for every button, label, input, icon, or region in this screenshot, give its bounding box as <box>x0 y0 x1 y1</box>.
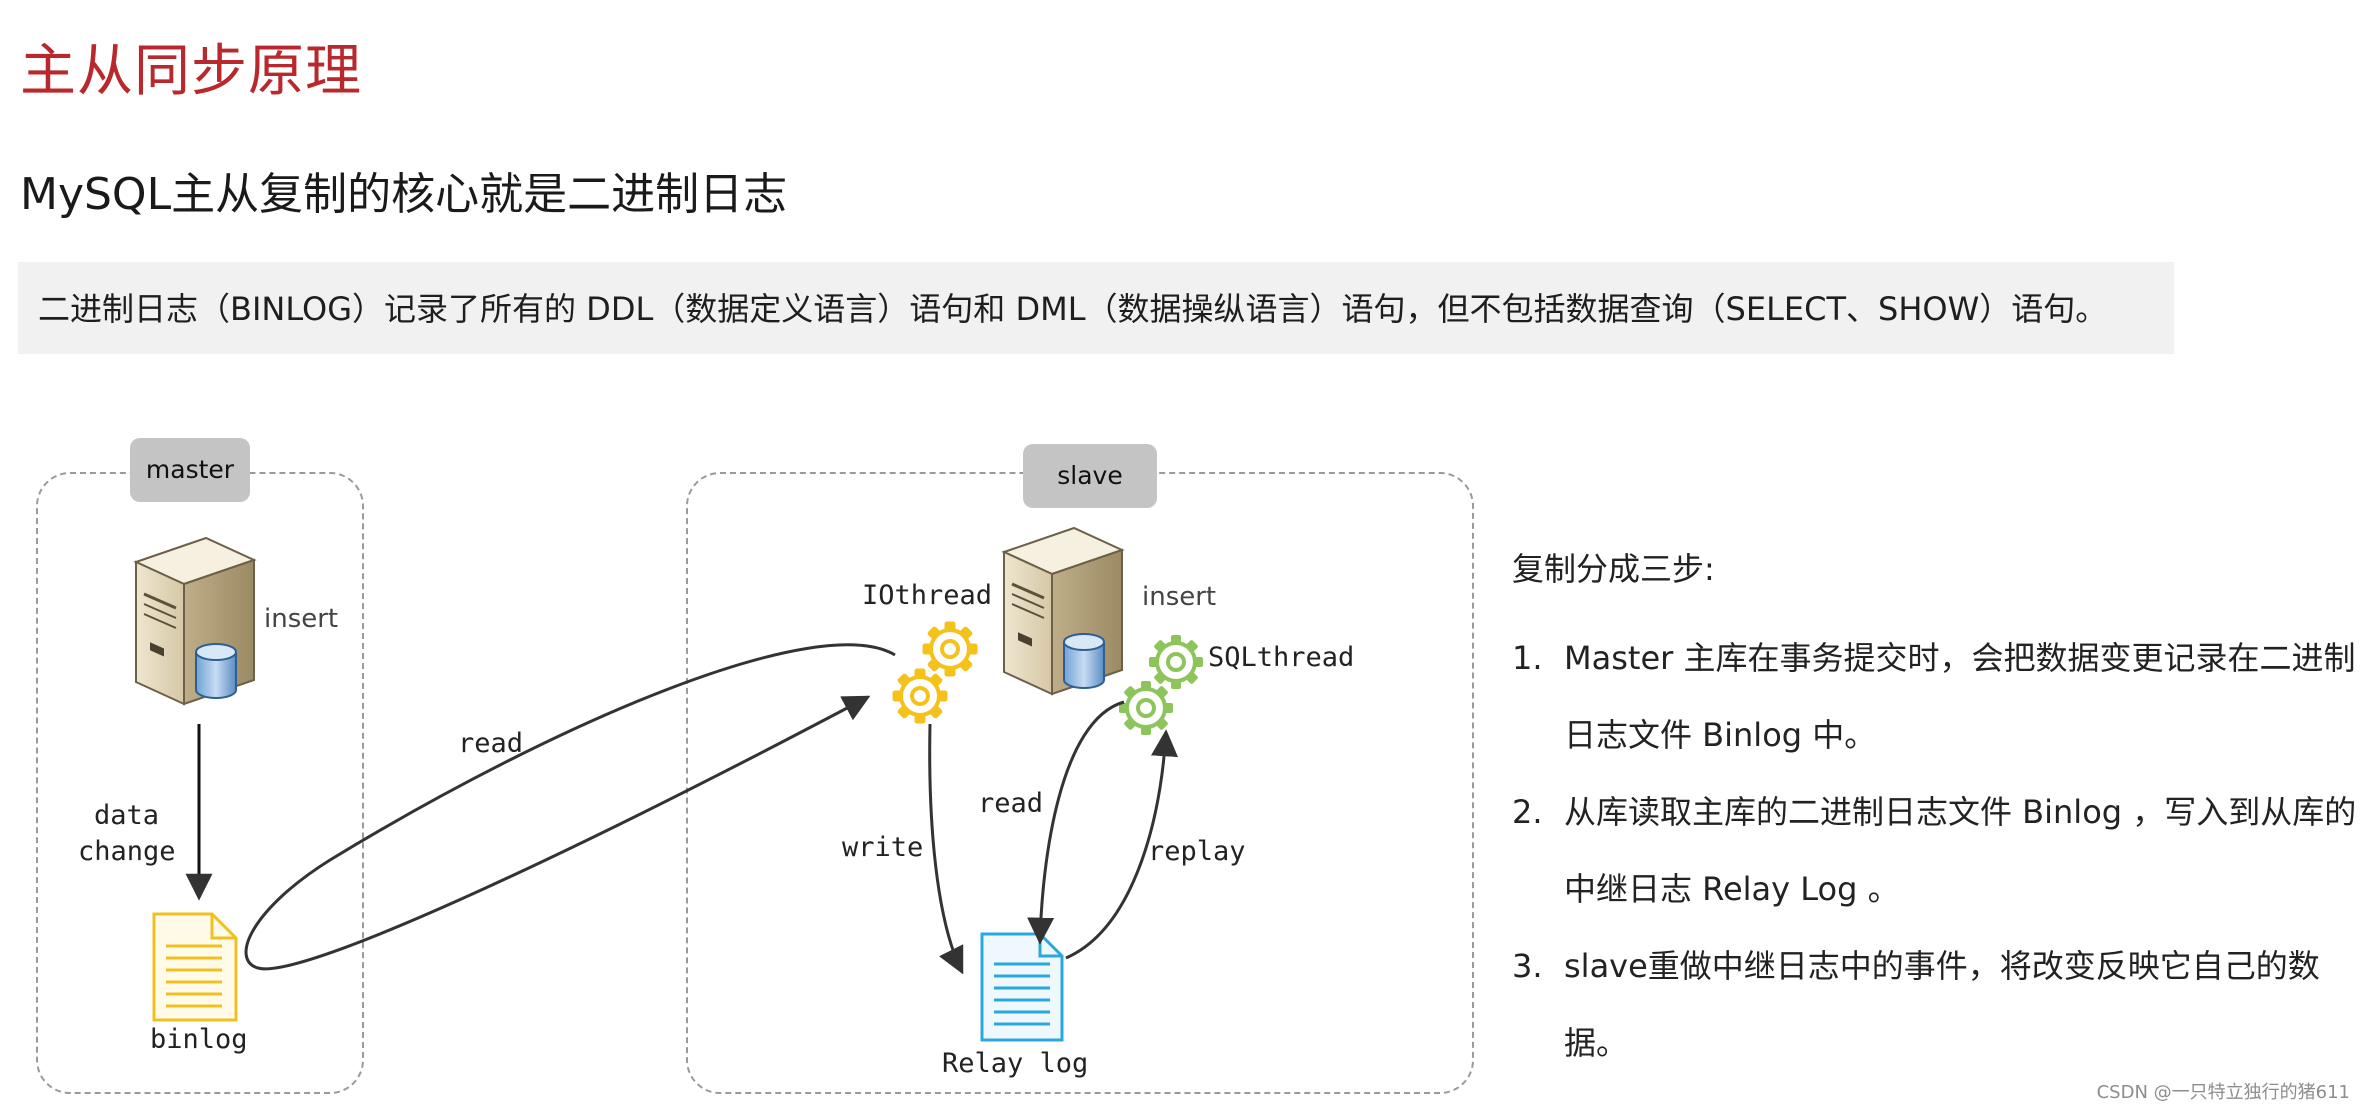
iothread-label: IOthread <box>862 580 993 611</box>
step-line: slave重做中继日志中的事件，将改变反映它自己的数据。 <box>1564 947 2320 1062</box>
binlog-note-text: 二进制日志（BINLOG）记录了所有的 DDL（数据定义语言）语句和 DML（数… <box>38 290 2108 328</box>
read-relay-arrow <box>1027 700 1125 945</box>
step-number: 3. <box>1512 947 1543 985</box>
write-arrow <box>928 723 964 975</box>
step-number: 2. <box>1512 793 1543 831</box>
slave-server-icon <box>1002 526 1124 696</box>
page-title: 主从同步原理 <box>20 39 362 104</box>
steps-title: 复制分成三步: <box>1512 550 1715 588</box>
watermark: CSDN @一只特立独行的猪611 <box>2096 1082 2350 1103</box>
master-database-icon <box>195 643 237 699</box>
step-line: 中继日志 Relay Log 。 <box>1564 870 1900 908</box>
master-insert-label: insert <box>264 604 339 634</box>
change-label: change <box>78 836 176 867</box>
page-subtitle: MySQL主从复制的核心就是二进制日志 <box>20 169 788 220</box>
step-item: 1. Master 主库在事务提交时，会把数据变更记录在二进制 日志文件 Bin… <box>1512 620 2364 774</box>
step-line: 从库读取主库的二进制日志文件 Binlog ，写入到从库的 <box>1564 793 2357 831</box>
slave-tag: slave <box>1023 444 1157 508</box>
replication-steps: 复制分成三步: 1. Master 主库在事务提交时，会把数据变更记录在二进制 … <box>1512 544 2364 1082</box>
relay-log-label: Relay log <box>942 1048 1089 1079</box>
slave-insert-label: insert <box>1142 582 1217 612</box>
relay-log-document-icon <box>980 932 1064 1042</box>
data-label: data <box>94 800 160 831</box>
step-item: 3. slave重做中继日志中的事件，将改变反映它自己的数据。 <box>1512 928 2364 1082</box>
sqlthread-label: SQLthread <box>1208 642 1355 673</box>
step-line: 日志文件 Binlog 中。 <box>1564 716 1877 754</box>
replay-arrow <box>1065 729 1178 960</box>
read-binlog-label: read <box>458 728 524 759</box>
iothread-gear-icon <box>892 621 978 724</box>
read-binlog-arrow <box>244 643 896 971</box>
master-tag: master <box>130 438 250 502</box>
master-server-icon <box>134 536 256 706</box>
step-item: 2. 从库读取主库的二进制日志文件 Binlog ，写入到从库的 中继日志 Re… <box>1512 774 2364 928</box>
binlog-document-icon <box>152 912 238 1022</box>
read-relay-label: read <box>978 788 1044 819</box>
write-label: write <box>842 832 924 863</box>
replay-label: replay <box>1148 836 1246 867</box>
slave-database-icon <box>1063 633 1105 689</box>
binlog-note-box: 二进制日志（BINLOG）记录了所有的 DDL（数据定义语言）语句和 DML（数… <box>18 262 2174 354</box>
sqlthread-gear-icon <box>1119 635 1203 735</box>
step-line: Master 主库在事务提交时，会把数据变更记录在二进制 <box>1564 639 2356 677</box>
step-number: 1. <box>1512 639 1543 677</box>
binlog-label: binlog <box>150 1024 248 1055</box>
